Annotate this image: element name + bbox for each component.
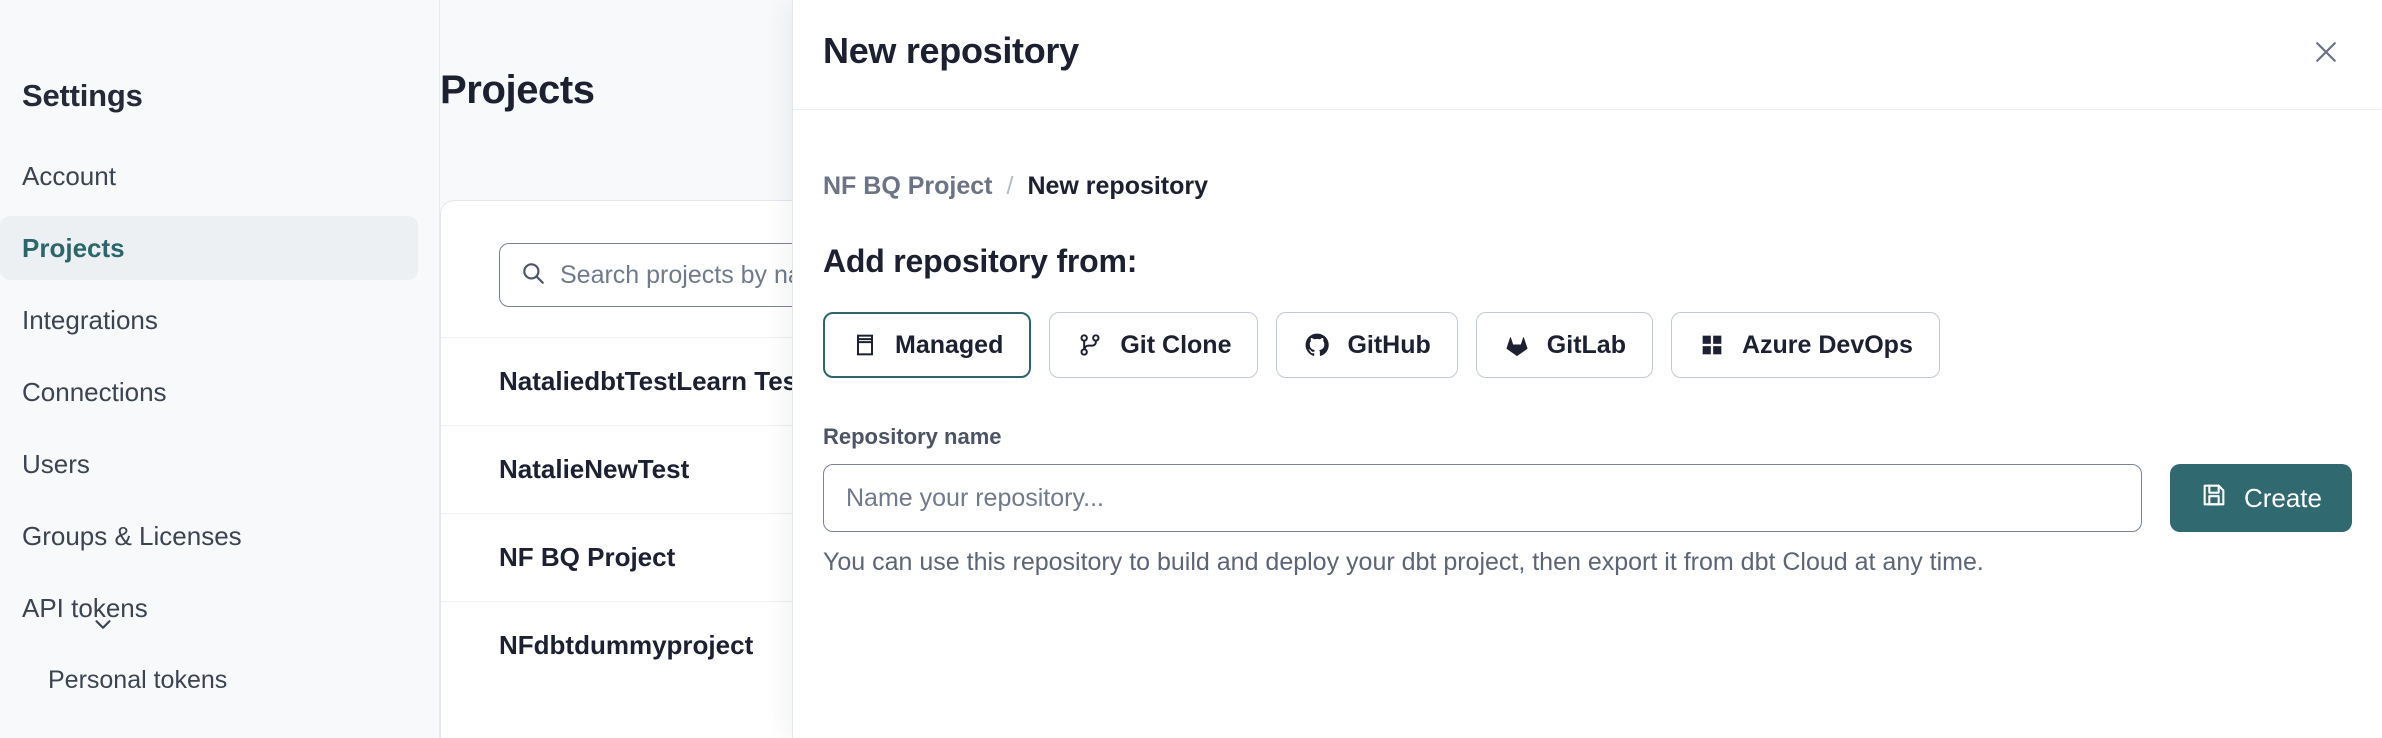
modal-body: NF BQ Project / New repository Add repos… (793, 172, 2382, 577)
github-icon (1303, 331, 1331, 359)
new-repository-panel: New repository NF BQ Project / New repos… (792, 0, 2382, 738)
sidebar-item-api-tokens[interactable]: API tokens (0, 572, 440, 644)
create-button[interactable]: Create (2169, 464, 2352, 532)
modal-header: New repository (793, 0, 2382, 110)
chevron-down-icon[interactable] (90, 611, 116, 644)
sidebar-item-label: Personal tokens (48, 665, 228, 694)
provider-button-label: Managed (895, 330, 1004, 359)
provider-button-azure-devops[interactable]: Azure DevOps (1670, 312, 1940, 378)
provider-button-managed[interactable]: Managed (823, 312, 1032, 378)
provider-button-git-clone[interactable]: Git Clone (1049, 312, 1259, 378)
sidebar-item-label: Account (22, 160, 116, 191)
repository-provider-options: Managed Git Clone GitHub GitLab Azure DevOps (823, 312, 2352, 378)
breadcrumb-current: New repository (1027, 172, 1209, 200)
sidebar-item-account[interactable]: Account (0, 140, 440, 212)
sidebar-item-groups-licenses[interactable]: Groups & Licenses (0, 500, 440, 572)
save-icon (2200, 481, 2228, 516)
repository-name-label: Repository name (823, 424, 1002, 449)
git-branch-icon (1076, 331, 1104, 359)
sidebar-item-label: Projects (22, 232, 125, 263)
database-icon (851, 331, 879, 359)
azure-devops-icon (1698, 331, 1726, 359)
sidebar-item-label: Groups & Licenses (22, 520, 242, 551)
project-name: NF BQ Project (499, 542, 676, 572)
sidebar-item-projects[interactable]: Projects (0, 212, 440, 284)
provider-button-label: GitHub (1347, 330, 1431, 359)
repository-helper-text: You can use this repository to build and… (823, 548, 1984, 576)
provider-button-github[interactable]: GitHub (1276, 312, 1458, 378)
sidebar-item-users[interactable]: Users (0, 428, 440, 500)
sidebar-item-label: Integrations (22, 304, 158, 335)
provider-button-label: Git Clone (1120, 330, 1232, 359)
repository-name-row: Create (823, 464, 2352, 532)
breadcrumb: NF BQ Project / New repository (823, 172, 2352, 201)
breadcrumb-separator: / (1006, 172, 1014, 200)
sidebar-item-connections[interactable]: Connections (0, 356, 440, 428)
modal-title: New repository (823, 30, 1079, 71)
project-name: NataliedbtTestLearn Test (499, 366, 806, 396)
project-name: NatalieNewTest (499, 454, 690, 484)
sidebar-item-label: API tokens (22, 592, 148, 623)
provider-button-label: Azure DevOps (1741, 330, 1913, 359)
sidebar-item-label: Users (22, 448, 90, 479)
project-name: NFdbtdummyproject (499, 630, 754, 660)
sidebar-title: Settings (22, 78, 143, 113)
close-icon[interactable] (2298, 24, 2354, 80)
create-button-label: Create (2243, 482, 2322, 513)
provider-button-gitlab[interactable]: GitLab (1475, 312, 1653, 378)
sidebar-item-personal-tokens[interactable]: Personal tokens (0, 644, 440, 716)
sidebar-item-integrations[interactable]: Integrations (0, 284, 440, 356)
search-icon (520, 260, 546, 291)
add-repository-heading: Add repository from: (823, 243, 1138, 279)
sidebar-item-label: Connections (22, 376, 167, 407)
gitlab-icon (1503, 331, 1531, 359)
breadcrumb-parent-link[interactable]: NF BQ Project (823, 172, 993, 200)
provider-button-label: GitLab (1546, 330, 1626, 359)
repository-name-input[interactable] (823, 464, 2142, 532)
page-title: Projects (440, 68, 595, 112)
